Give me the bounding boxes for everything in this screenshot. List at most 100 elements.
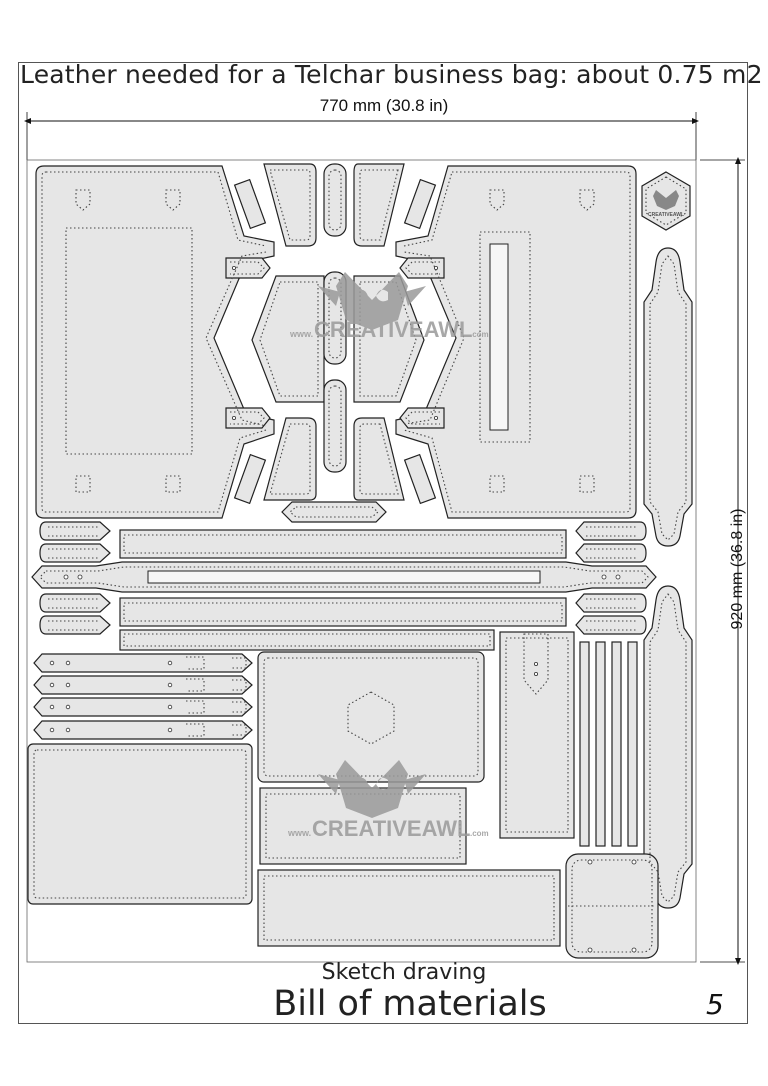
stitch-small-straps-left	[48, 526, 98, 631]
front-panel-left	[35, 165, 275, 519]
buckle-strap-4	[33, 720, 253, 740]
thin-strip-4	[627, 641, 638, 847]
hole	[65, 727, 71, 733]
owl-logo-icon	[336, 272, 408, 330]
width-dimension-line	[24, 112, 699, 160]
hole	[631, 947, 637, 953]
long-gusset-strip-2	[119, 597, 567, 627]
center-loop-strap-1	[323, 163, 347, 237]
stitch-small-strap	[289, 506, 379, 518]
small-strap-left-4	[39, 615, 111, 635]
hole	[49, 727, 55, 733]
watermark-prefix: www.	[289, 329, 313, 339]
side-gusset-top-right	[353, 163, 405, 247]
hole	[65, 660, 71, 666]
watermark-brand: CREATIVEAWL	[312, 816, 470, 841]
small-strap-right-1	[575, 521, 647, 541]
tall-pocket-panel	[499, 631, 575, 839]
badge-text: CREATIVEAWL	[648, 212, 684, 218]
hole	[167, 727, 173, 733]
stitch-gusset-bottom-left	[269, 423, 311, 495]
stitch-window-right	[479, 231, 531, 443]
hole	[601, 574, 607, 580]
stitch-pocket-tab	[523, 633, 549, 695]
right-long-strap-bottom	[643, 585, 693, 909]
hole	[77, 574, 83, 580]
long-gusset-strip-1	[119, 529, 567, 559]
thin-strip-2	[595, 641, 606, 847]
owl-badge-icon	[653, 190, 679, 210]
slot-rect-2	[403, 178, 437, 230]
shoulder-strap-inner-slot	[147, 570, 541, 584]
slot-rect-4	[403, 453, 437, 505]
hole	[433, 265, 438, 270]
hole	[433, 415, 438, 420]
watermark-suffix: .com	[470, 829, 489, 838]
stitch-hardware-marks-left	[75, 189, 181, 493]
thin-strip-3	[611, 641, 622, 847]
stitch-tab-pieces	[230, 261, 440, 425]
stitch-gusset-top-left	[269, 169, 311, 241]
stitch-loop-2	[328, 277, 342, 359]
stitch-inner-pocket	[33, 749, 247, 899]
width-dimension-label: 770 mm (30.8 in)	[319, 96, 449, 115]
page-number: 5	[706, 988, 724, 1021]
side-gusset-bottom-left	[263, 417, 317, 501]
hole	[534, 662, 539, 667]
long-gusset-strip-3	[119, 629, 495, 651]
stitch-gusset-top-right	[359, 169, 399, 241]
lower-panel-2	[257, 869, 561, 947]
hole	[63, 574, 69, 580]
document-title: Bill of materials	[273, 984, 547, 1024]
hole	[167, 682, 173, 688]
watermark-brand: CREATIVEAWL	[314, 317, 472, 342]
hole	[231, 265, 236, 270]
small-strap-left-2	[39, 543, 111, 563]
small-strap-right-3	[575, 593, 647, 613]
side-gusset-bottom-right	[353, 417, 405, 501]
zipper-slot	[489, 243, 509, 431]
stitch-back-panel-right	[403, 171, 631, 513]
flap-panel	[257, 651, 485, 783]
small-strap-left-3	[39, 593, 111, 613]
small-strap-right-4	[575, 615, 647, 635]
back-panel-right	[395, 165, 637, 519]
sketch-subtitle: Sketch draving	[321, 960, 487, 985]
hole	[167, 660, 173, 666]
stitch-hardware-marks-right	[489, 189, 595, 493]
side-gusset-top-left	[263, 163, 317, 247]
thin-strip-1	[579, 641, 590, 847]
slot-rect-3	[233, 453, 267, 505]
hole	[231, 415, 236, 420]
small-strap-left-1	[39, 521, 111, 541]
buckle-strap-3	[33, 697, 253, 717]
stitch-front-panel-left	[41, 171, 267, 513]
owl-logo-icon	[336, 760, 408, 818]
center-small-strap	[281, 501, 387, 523]
watermark-prefix: www.	[287, 828, 311, 838]
hole	[167, 704, 173, 710]
buckle-strap-1	[33, 653, 253, 673]
badge-logo: CREATIVEAWL	[648, 190, 684, 218]
page-title: Leather needed for a Telchar business ba…	[20, 60, 763, 89]
inner-pocket-panel	[27, 743, 253, 905]
hole	[49, 660, 55, 666]
watermark-suffix: .com	[470, 330, 489, 339]
watermark-top: www. CREATIVEAWL .com	[289, 272, 489, 342]
hole	[615, 574, 621, 580]
stitch-lower-panel-2	[263, 875, 555, 941]
stitch-loop-1	[328, 169, 342, 231]
right-long-strap-top	[643, 247, 693, 547]
drawing-frame	[18, 62, 748, 1024]
watermark-bottom: www. CREATIVEAWL .com	[287, 760, 489, 841]
hole	[65, 682, 71, 688]
hole	[49, 704, 55, 710]
end-piece-left	[251, 275, 325, 403]
height-dimension-line	[700, 157, 745, 965]
stitch-strip-3	[123, 633, 491, 647]
leather-area-border	[26, 159, 697, 963]
stitch-shoulder-strap	[39, 566, 649, 588]
stitch-buckle-ends	[186, 656, 247, 737]
hole	[534, 672, 539, 677]
